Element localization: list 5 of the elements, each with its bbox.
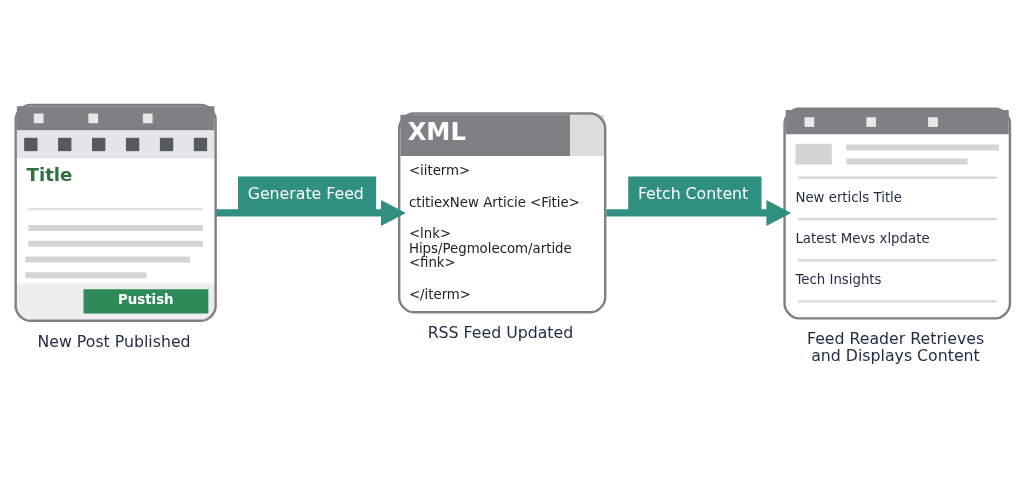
edge-label: Fetch Content xyxy=(637,183,748,203)
node-label: Feed Reader Retrieves and Displays Content xyxy=(806,328,984,365)
edge-label: Generate Feed xyxy=(247,183,364,203)
node-label: RSS Feed Updated xyxy=(427,322,573,342)
node-label: New Post Published xyxy=(36,331,191,351)
